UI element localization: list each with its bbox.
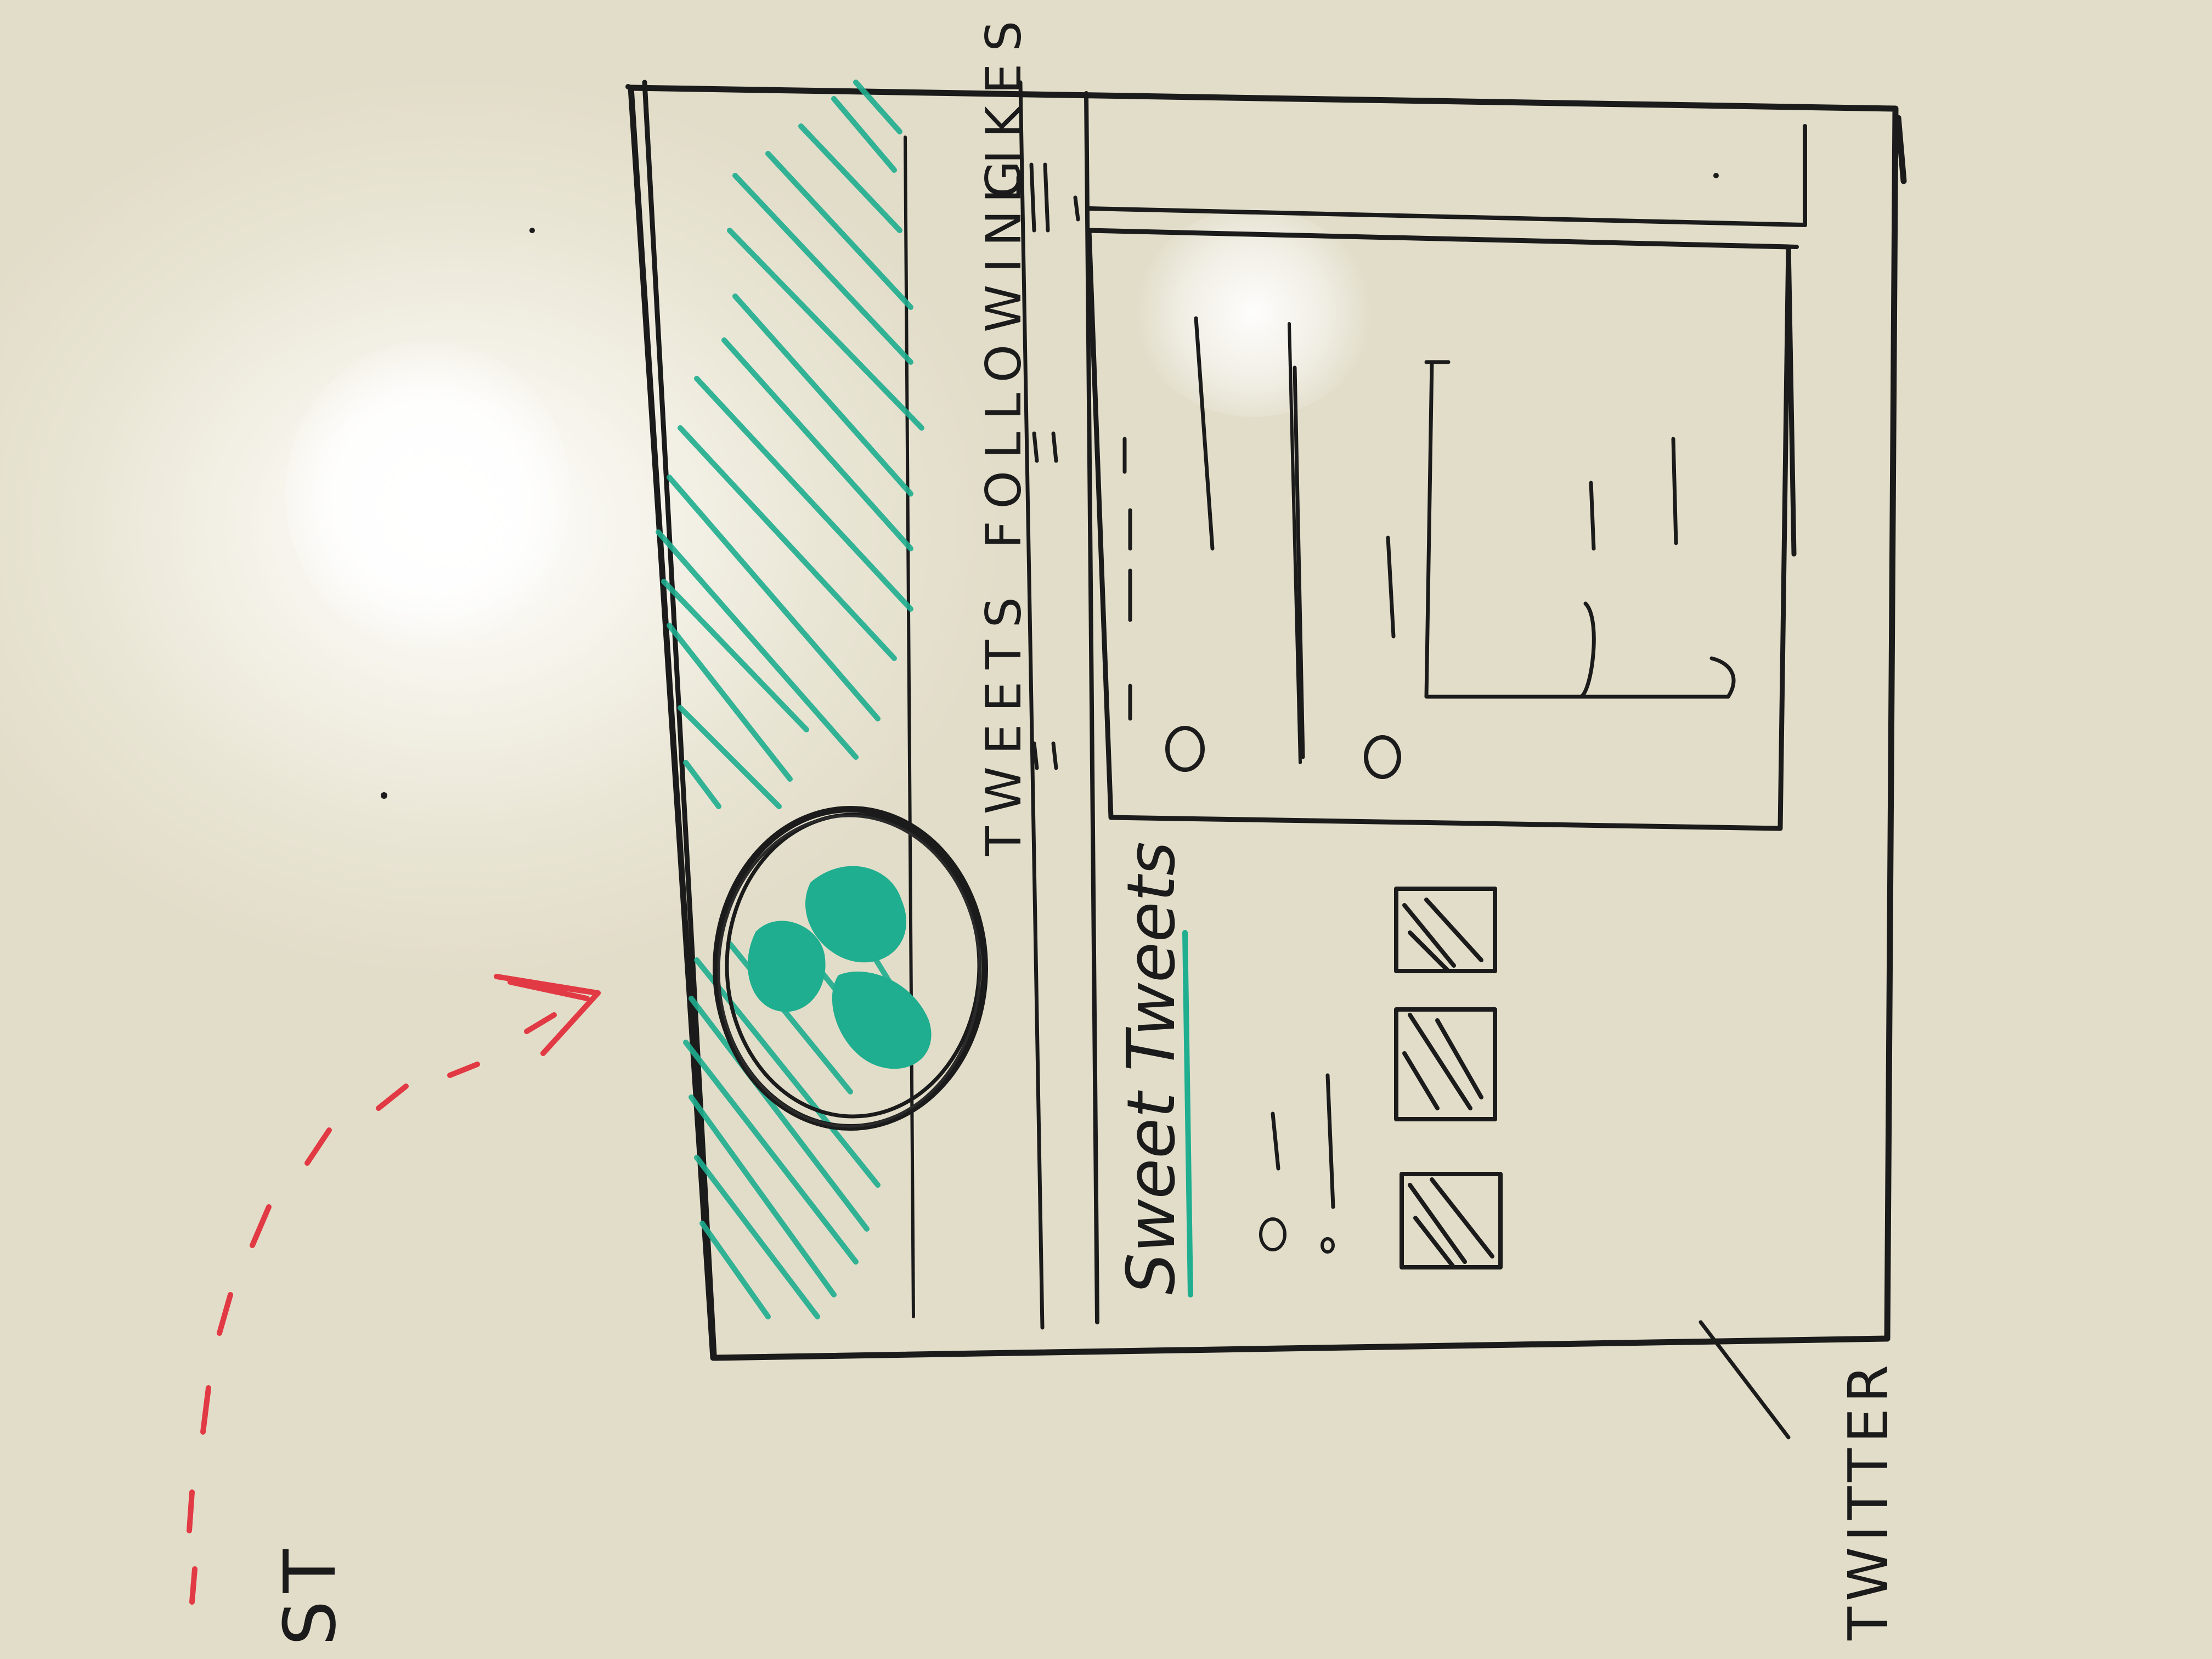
tweet-avatar-icon [1364,735,1401,779]
tab-likes[interactable]: LIKES [975,9,1032,203]
tweet-item-2 [1293,360,1736,779]
corner-label: ST [268,1542,352,1646]
profile-name-underline [1182,930,1193,1297]
sidebar-box [1084,91,1807,1324]
light-glare-small [1136,208,1372,417]
tweet-avatar-icon [1165,726,1205,772]
marker-dots [381,84,1719,799]
tweet-item-1 [1122,316,1215,772]
avatar [713,806,988,1131]
twitter-label: TWITTER [1836,1359,1900,1641]
tab-following[interactable]: FOLLOWING [975,149,1032,549]
tab-tweets[interactable]: TWEETS [975,585,1032,856]
photo-thumbnail [1394,887,1497,973]
header-divider [904,136,915,1318]
light-glare [285,340,571,647]
logo-icon [748,866,932,1069]
photo-thumbnail [1400,1172,1503,1269]
photo-grid [1394,887,1503,1269]
page-frame [628,80,1907,1361]
label-pointer-line [1699,1320,1791,1440]
tweet-feed [1086,228,1797,831]
annotation-arrow [187,974,601,1605]
photo-thumbnail [1394,1007,1497,1121]
tab-bar-lines [1018,80,1080,1330]
profile-name: Sweet Tweets [1114,842,1190,1295]
cover-banner-hatch [656,80,924,1319]
bio-lines [1259,1073,1335,1254]
